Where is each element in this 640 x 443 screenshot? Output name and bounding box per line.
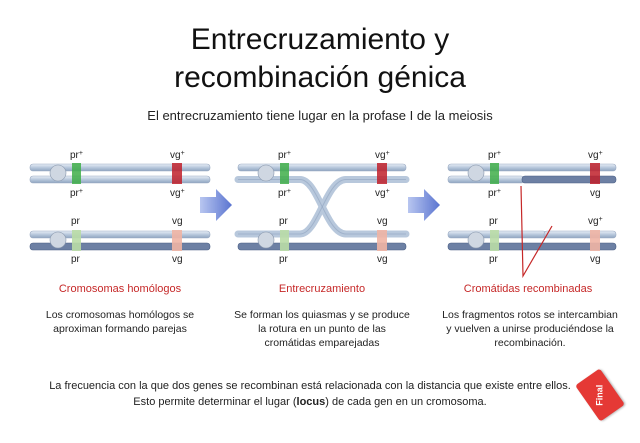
label-vg: vg [590, 254, 601, 265]
label-vg: vg [590, 188, 601, 199]
label-pr-plus: pr+ [488, 150, 501, 161]
final-badge-label: Final [594, 384, 605, 406]
label-vg-plus: vg+ [170, 188, 185, 199]
description-recombined-chromatids: Los fragmentos rotos se intercambian y v… [442, 309, 618, 349]
label-vg-plus: vg+ [170, 150, 185, 161]
label-pr: pr [71, 216, 81, 227]
label-pr-plus: pr+ [70, 188, 83, 199]
description-homologous-chromosomes: Los cromosomas homólogos se aproximan fo… [45, 309, 195, 335]
title-line-1: Entrecruzamiento y [190, 23, 450, 56]
subtitle: El entrecruzamiento tiene lugar en la pr… [147, 108, 493, 123]
label-pr: pr [279, 216, 289, 227]
label-vg: vg [377, 216, 388, 227]
gene-labels: pr+ vg+ pr+ vg+ pr vg pr vg pr+ vg+ pr+ … [70, 150, 603, 265]
chromosome-pair-bottom [29, 230, 211, 251]
footer-text-part-1: La frecuencia con la que dos genes se re… [49, 380, 571, 408]
label-pr-plus: pr+ [278, 150, 291, 161]
label-pr: pr [489, 254, 499, 265]
arrow-right-icon [200, 189, 232, 221]
footer-note: La frecuencia con la que dos genes se re… [40, 378, 580, 410]
label-vg: vg [172, 216, 183, 227]
title-line-2: recombinación génica [174, 61, 466, 94]
label-pr: pr [279, 254, 289, 265]
label-pr-plus: pr+ [278, 188, 291, 199]
crossing-over-diagram: pr+ vg+ pr+ vg+ pr vg pr vg pr+ vg+ pr+ … [29, 150, 617, 279]
caption-recombined-chromatids: Cromátidas recombinadas [463, 283, 593, 295]
label-vg: vg [172, 254, 183, 265]
label-pr-plus: pr+ [488, 188, 501, 199]
label-vg-plus: vg+ [375, 150, 390, 161]
arrow-right-icon [408, 189, 440, 221]
panel-homologous-chromosomes [29, 163, 211, 251]
label-vg-plus: vg+ [588, 150, 603, 161]
footer-text-part-2: ) de cada gen en un cromosoma. [325, 396, 487, 408]
chromosome-pair-top [29, 163, 211, 184]
label-vg: vg [377, 254, 388, 265]
label-pr: pr [71, 254, 81, 265]
panel-recombined-chromatids [447, 163, 617, 279]
label-vg-plus: vg+ [375, 188, 390, 199]
label-pr-plus: pr+ [70, 150, 83, 161]
label-vg-plus: vg+ [588, 216, 603, 227]
panel-crossing-over [234, 163, 410, 251]
label-pr: pr [489, 216, 499, 227]
final-badge[interactable]: Final [575, 368, 625, 422]
caption-crossing-over: Entrecruzamiento [278, 283, 366, 295]
description-crossing-over: Se forman los quiasmas y se produce la r… [234, 309, 410, 349]
caption-homologous-chromosomes: Cromosomas homólogos [58, 283, 182, 295]
footer-locus-term: locus [296, 396, 326, 408]
